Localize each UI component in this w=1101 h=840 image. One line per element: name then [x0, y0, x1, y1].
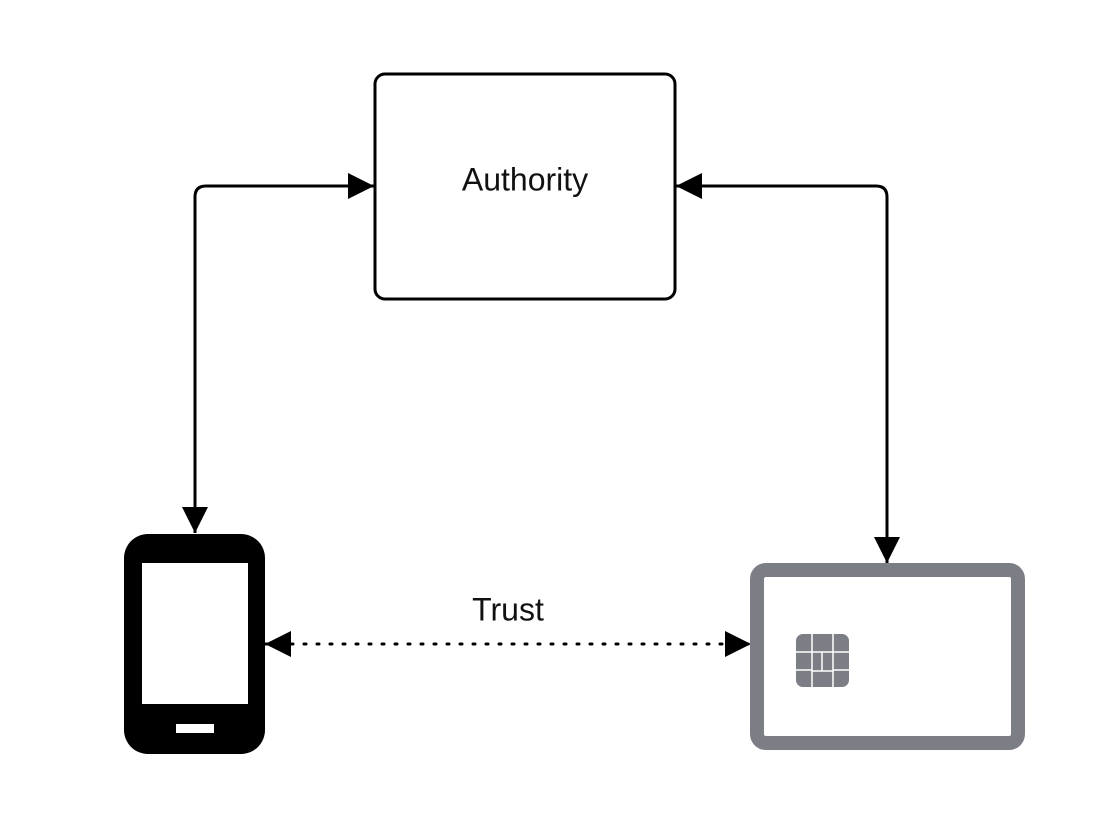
smartphone-icon: [124, 534, 265, 754]
chip-icon: [796, 634, 849, 687]
phone-home-button: [176, 724, 214, 733]
authority-box: [373, 72, 677, 301]
phone-screen: [142, 563, 248, 704]
authority-label: Authority: [462, 161, 588, 197]
smart-card-icon: [750, 563, 1025, 750]
trust-label: Trust: [472, 591, 544, 627]
edge-card-authority: [676, 173, 900, 563]
chip-contacts: [796, 634, 849, 687]
card-body: [750, 563, 1025, 750]
authority-node: Authority: [373, 72, 677, 301]
edge-phone-authority: [182, 173, 374, 533]
